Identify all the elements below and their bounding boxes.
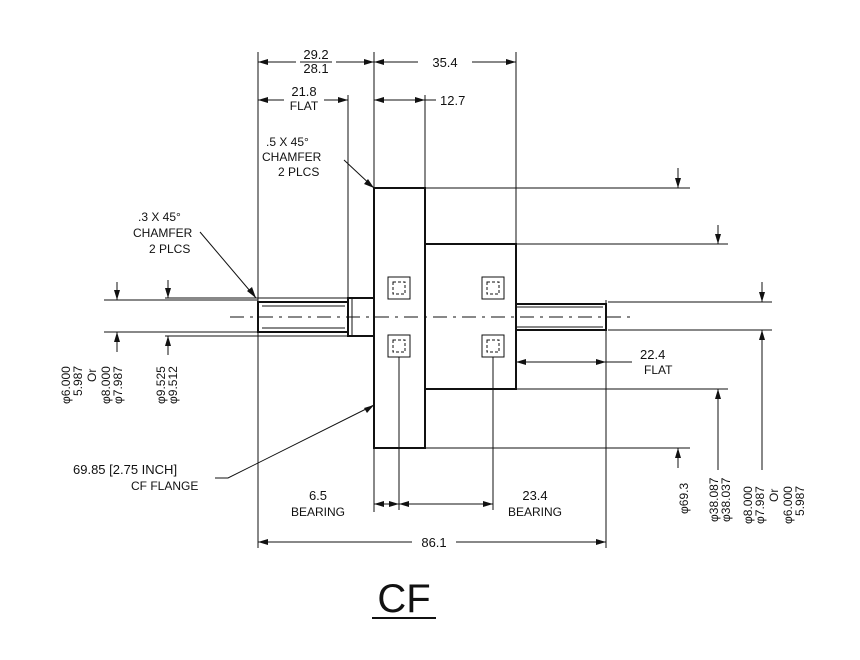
dim-bearing-right-label: BEARING: [508, 505, 562, 519]
dimension-texts: 29.2 28.1 35.4 21.8 FLAT 12.7 6.5 BEARIN…: [290, 47, 673, 550]
bearing-symbol: [481, 276, 505, 300]
bearing-symbols: [387, 276, 505, 358]
notes: .5 X 45° CHAMFER 2 PLCS .3 X 45° CHAMFER…: [73, 135, 322, 493]
dim-overall-length: 86.1: [421, 535, 446, 550]
dia-right-shaft-1: φ8.000: [741, 486, 755, 524]
bearing-symbol: [387, 276, 411, 300]
leader-lines: [199, 159, 375, 479]
dim-top-right: 35.4: [432, 55, 457, 70]
dia-left-shaft-3: φ8.000: [99, 366, 113, 404]
dia-right-shaft-2: φ7.987: [753, 486, 767, 524]
dia-right-shaft-or: Or: [767, 489, 781, 502]
chamfer-top-count: 2 PLCS: [278, 165, 319, 179]
part-outline: [230, 187, 634, 449]
dia-right-flange: φ69.3: [677, 483, 691, 514]
dia-right-shaft-3: φ6.000: [781, 486, 795, 524]
dia-left-shaft-or: Or: [85, 369, 99, 382]
dia-left-neck-1: φ9.525: [154, 366, 168, 404]
chamfer-left-count: 2 PLCS: [149, 242, 190, 256]
arrowheads: [114, 59, 765, 545]
dia-left-shaft-4: φ7.987: [111, 366, 125, 404]
dia-left-shaft-1: φ6.000: [59, 366, 73, 404]
drawing-title: CF: [377, 577, 430, 621]
dim-flat-left-label: FLAT: [290, 99, 319, 113]
flange-type: CF FLANGE: [131, 479, 198, 493]
dim-bearing-left-label: BEARING: [291, 505, 345, 519]
dim-flat-left: 21.8: [291, 84, 316, 99]
chamfer-left-label: CHAMFER: [133, 226, 193, 240]
dim-bearing-left: 6.5: [309, 488, 327, 503]
chamfer-top-label: CHAMFER: [262, 150, 322, 164]
diameters-left: φ6.000 5.987 Or φ8.000 φ7.987 φ9.525 φ9.…: [59, 366, 180, 404]
dim-flat-right-label: FLAT: [644, 363, 673, 377]
dim-flange-thick: 12.7: [440, 93, 465, 108]
dim-top-overall-min: 28.1: [303, 61, 328, 76]
dia-right-body-2: φ38.037: [719, 477, 733, 522]
extension-lines: [104, 52, 772, 548]
diameters-right: φ69.3 φ38.087 φ38.037 φ8.000 φ7.987 Or φ…: [677, 477, 807, 524]
dia-left-shaft-2: 5.987: [71, 366, 85, 396]
dia-right-shaft-4: 5.987: [793, 486, 807, 516]
flange-size: 69.85 [2.75 INCH]: [73, 462, 177, 477]
chamfer-left-size: .3 X 45°: [138, 210, 181, 224]
dim-bearing-right: 23.4: [522, 488, 547, 503]
dia-left-neck-2: φ9.512: [166, 366, 180, 404]
dim-flat-right: 22.4: [640, 347, 665, 362]
chamfer-top-size: .5 X 45°: [266, 135, 309, 149]
dia-right-body-1: φ38.087: [707, 477, 721, 522]
dim-top-overall: 29.2: [303, 47, 328, 62]
